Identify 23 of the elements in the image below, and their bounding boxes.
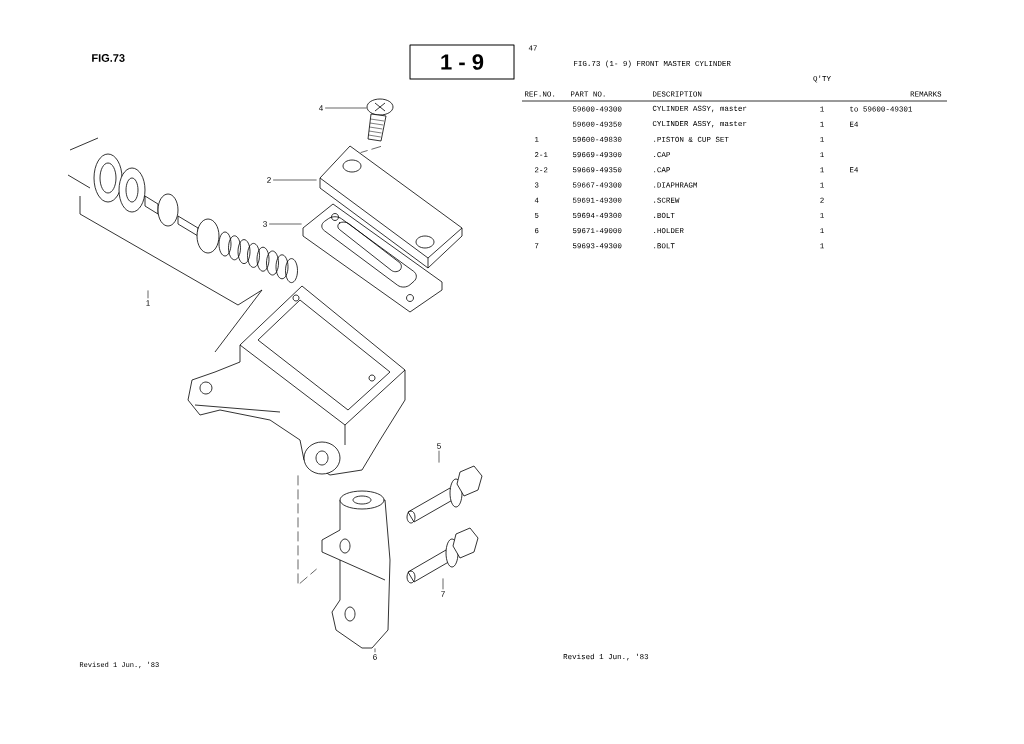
holder-drawing — [321, 490, 391, 649]
callout-number: 4 — [318, 105, 323, 111]
bolt-drawing — [406, 527, 479, 584]
center-line — [360, 146, 382, 153]
callout-number: 5 — [437, 443, 441, 449]
bolt-drawing — [406, 465, 483, 524]
leader-line — [268, 223, 302, 225]
cap-drawing — [319, 145, 463, 269]
callout-number: 6 — [373, 654, 377, 660]
piston-set-drawing — [67, 137, 298, 306]
master-cylinder-drawing — [187, 285, 406, 476]
callout-number: 7 — [441, 591, 445, 597]
figure-tag: 1 - 9 — [409, 44, 515, 80]
leader-line — [272, 179, 317, 181]
leader-line — [442, 578, 444, 590]
leader-line — [324, 107, 367, 109]
screw-drawing — [366, 98, 394, 142]
leader-line — [147, 290, 149, 299]
figure-number: FIG.73 — [92, 54, 125, 62]
leader-line — [374, 648, 376, 653]
diaphragm-drawing — [302, 203, 443, 313]
center-line — [297, 475, 317, 586]
leader-line — [438, 450, 440, 463]
